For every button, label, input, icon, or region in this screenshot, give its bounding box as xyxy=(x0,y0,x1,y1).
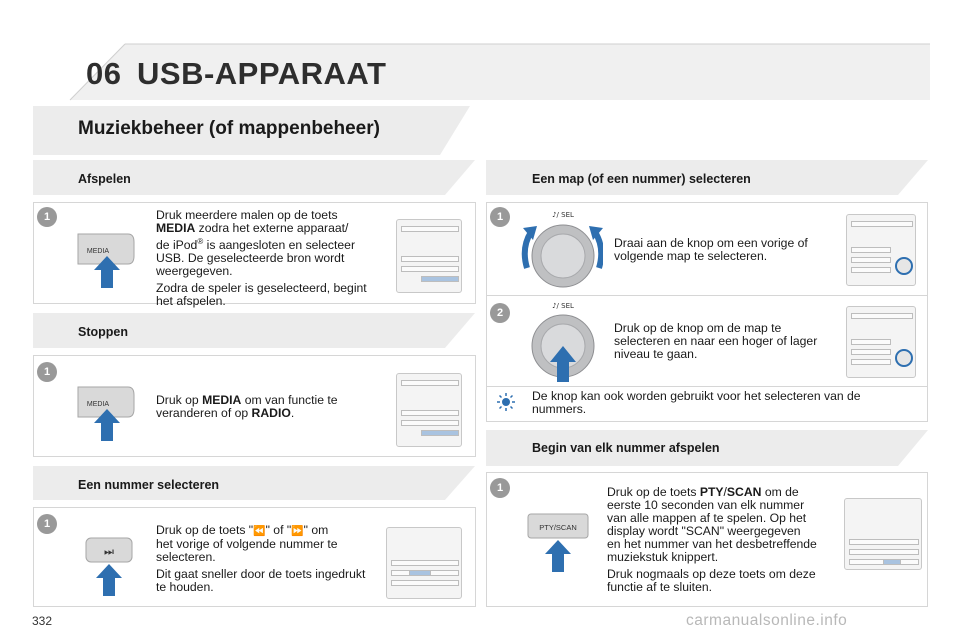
text-line: en het nummer van het desbetreffende xyxy=(607,537,817,551)
text-line: De knop kan ook worden gebruikt voor het… xyxy=(532,389,861,403)
text-line: is aangesloten en selecteer xyxy=(203,238,356,253)
divider xyxy=(486,386,928,387)
text-line: niveau te gaan. xyxy=(614,347,698,361)
next-track-button-image: ⏭ xyxy=(85,537,133,596)
step-badge: 2 xyxy=(490,303,510,323)
text-line: zodra het externe apparaat/ xyxy=(195,221,349,235)
radio-thumbnail xyxy=(386,527,462,599)
text-line: display wordt "SCAN" weergegeven xyxy=(607,524,801,538)
media-button-image: MEDIA xyxy=(77,386,135,441)
begin-text: Druk op de toets PTY/SCAN om de eerste 1… xyxy=(607,486,832,598)
afspelen-text: Druk meerdere malen op de toets MEDIA zo… xyxy=(156,209,386,312)
step-badge: 1 xyxy=(37,362,57,382)
knob-label: ♪/ SEL xyxy=(552,211,574,219)
text-line: om de xyxy=(761,485,799,499)
map-rotate-text: Draai aan de knop om een vorige of volge… xyxy=(614,237,854,267)
text-line: Druk op xyxy=(156,393,203,407)
text-line: nummers. xyxy=(532,402,587,416)
text-bold: SCAN xyxy=(726,485,762,499)
text-line: de iPod xyxy=(156,238,198,253)
text-line: Draai aan de knop om een vorige of xyxy=(614,236,808,250)
text-line: Druk op de knop om de map te xyxy=(614,321,782,335)
text-bold: MEDIA xyxy=(202,393,242,407)
heading-stoppen: Stoppen xyxy=(78,325,128,339)
heading-nummer-selecteren: Een nummer selecteren xyxy=(78,478,220,492)
heading-afspelen: Afspelen xyxy=(78,172,131,186)
sel-knob-rotate-image: ♪/ SEL xyxy=(521,211,603,288)
radio-thumbnail xyxy=(396,373,462,447)
step-badge: 1 xyxy=(37,207,57,227)
chapter-number: 06 xyxy=(86,56,122,91)
text-line: eerste 10 seconden van elk nummer xyxy=(607,498,805,512)
text-line: het afspelen. xyxy=(156,294,226,309)
text-line: om van functie te xyxy=(241,393,338,407)
pty-scan-button-image: PTY/SCAN xyxy=(527,513,589,572)
pty-scan-button-label: PTY/SCAN xyxy=(539,523,577,532)
text-line: weergegeven. xyxy=(156,264,233,279)
text-line: Zodra de speler is geselecteerd, begint xyxy=(156,281,367,296)
tip-text: De knop kan ook worden gebruikt voor het… xyxy=(532,390,922,420)
chapter-title: USB-APPARAAT xyxy=(137,56,387,91)
page-number: 332 xyxy=(32,614,53,628)
text-line: " of " xyxy=(265,523,292,537)
nummer-text: Druk op de toets "⏪" of "⏩" om het vorig… xyxy=(156,524,386,598)
next-track-icon: ⏭ xyxy=(104,545,114,558)
text-line: Druk nogmaals op deze toets om deze xyxy=(607,567,816,581)
text-bold: MEDIA xyxy=(156,221,196,235)
text-line: veranderen of op xyxy=(156,406,252,420)
knob-label: ♪/ SEL xyxy=(552,302,574,310)
text-line: te houden. xyxy=(156,580,214,594)
text-line: . xyxy=(290,406,295,420)
divider xyxy=(486,295,928,296)
map-press-text: Druk op de knop om de map te selecteren … xyxy=(614,322,854,365)
text-line: / xyxy=(723,485,727,499)
sel-knob-press-image: ♪/ SEL xyxy=(531,302,595,382)
section-title: Muziekbeheer (of mappenbeheer) xyxy=(78,118,380,139)
text-line: USB. De geselecteerde bron wordt xyxy=(156,251,345,266)
text-line: volgende map te selecteren. xyxy=(614,249,768,263)
text-line: selecteren. xyxy=(156,550,216,564)
media-button-label: MEDIA xyxy=(87,401,110,408)
text-line: Druk op de toets " xyxy=(156,523,254,537)
text-line: selecteren en naar een hoger of lager xyxy=(614,334,818,348)
watermark: carmanualsonline.info xyxy=(686,612,848,629)
media-button-label: MEDIA xyxy=(87,248,110,255)
text-line: " om xyxy=(303,523,329,537)
prev-icon: ⏪ xyxy=(253,526,266,537)
next-icon: ⏩ xyxy=(291,526,304,537)
text-bold: PTY xyxy=(699,485,724,499)
radio-thumbnail xyxy=(846,214,916,286)
heading-begin-afspelen: Begin van elk nummer afspelen xyxy=(532,441,720,455)
step-badge: 1 xyxy=(490,478,510,498)
tip-icon xyxy=(497,393,515,411)
text-line: Dit gaat sneller door de toets ingedrukt xyxy=(156,567,366,581)
text-line: muziekstuk knippert. xyxy=(607,550,719,564)
step-badge: 1 xyxy=(490,207,510,227)
radio-thumbnail xyxy=(844,498,922,570)
text-line: functie af te sluiten. xyxy=(607,580,713,594)
radio-thumbnail xyxy=(846,306,916,378)
registered-mark: ® xyxy=(197,237,204,246)
text-line: Druk op de toets xyxy=(607,485,700,499)
text-line: Druk meerdere malen op de toets xyxy=(156,208,338,222)
stoppen-text: Druk op MEDIA om van functie te verander… xyxy=(156,394,386,424)
text-line: het vorige of volgende nummer te xyxy=(156,537,338,551)
media-button-image: MEDIA xyxy=(77,233,135,288)
text-bold: RADIO xyxy=(251,406,291,420)
step-badge: 1 xyxy=(37,514,57,534)
heading-map-selecteren: Een map (of een nummer) selecteren xyxy=(532,172,751,186)
radio-thumbnail xyxy=(396,219,462,293)
text-line: van alle mappen af te spelen. Op het xyxy=(607,511,807,525)
